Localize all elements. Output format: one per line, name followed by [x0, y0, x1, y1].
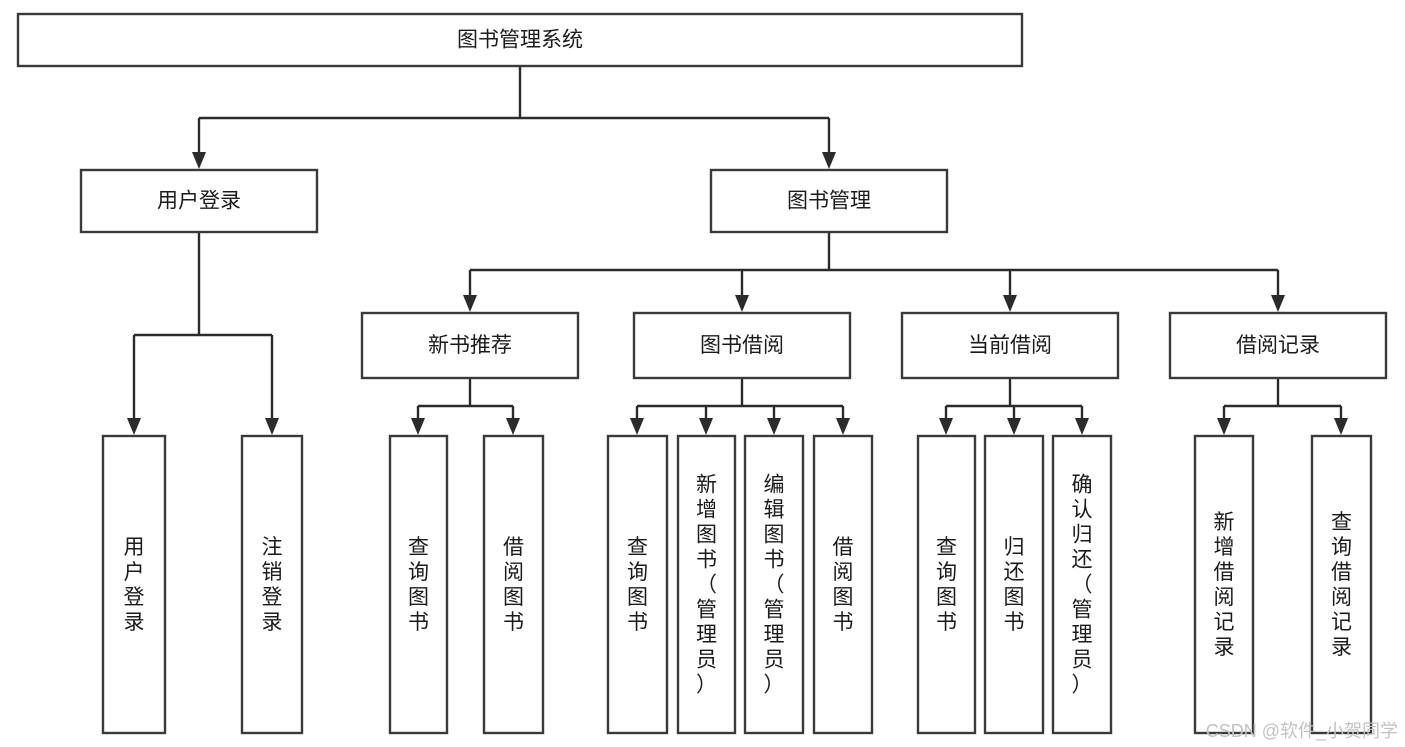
- connector-arrow-icon: [265, 418, 279, 435]
- node-leaf-edit-book[interactable]: 编辑图书（管理员）: [743, 434, 805, 735]
- connector-book-manage-to-level3: [463, 232, 1285, 312]
- connector-arrow-icon: [411, 418, 425, 435]
- connectors-layer: [127, 66, 1348, 435]
- connector-arrow-icon: [699, 418, 713, 435]
- node-leaf-query-book-cb[interactable]: 查询图书: [916, 434, 977, 735]
- node-label: 图书借阅: [700, 334, 784, 357]
- node-box[interactable]: [1051, 434, 1113, 735]
- node-label: 归还图书: [1004, 536, 1025, 634]
- node-book-manage[interactable]: 图书管理: [709, 168, 949, 234]
- node-leaf-add-record[interactable]: 新增借阅记录: [1193, 434, 1255, 735]
- node-box[interactable]: [743, 434, 805, 735]
- connector-new-book-rec-to-leaves: [411, 378, 520, 435]
- node-box[interactable]: [482, 434, 545, 735]
- node-box[interactable]: [916, 434, 977, 735]
- nodes-layer: 图书管理系统用户登录图书管理新书推荐图书借阅当前借阅借阅记录用户登录注销登录查询…: [16, 12, 1388, 735]
- node-borrow-record[interactable]: 借阅记录: [1168, 311, 1388, 380]
- connector-arrow-icon: [822, 152, 836, 169]
- node-box[interactable]: [240, 434, 304, 735]
- node-box[interactable]: [983, 434, 1045, 735]
- node-current-borrow[interactable]: 当前借阅: [900, 311, 1120, 380]
- node-box[interactable]: [360, 311, 580, 380]
- node-box[interactable]: [676, 434, 737, 735]
- node-new-book-rec[interactable]: 新书推荐: [360, 311, 580, 380]
- node-undefined[interactable]: 图书管理系统: [16, 12, 1024, 68]
- node-label: 新增图书（管理员）: [696, 474, 717, 697]
- node-leaf-query-book-rec[interactable]: 查询图书: [388, 434, 449, 735]
- node-label: 借阅记录: [1236, 334, 1320, 357]
- node-user-login[interactable]: 用户登录: [79, 168, 319, 234]
- connector-arrow-icon: [939, 418, 953, 435]
- connector-user-login-to-leaves: [127, 232, 279, 435]
- node-label: 借阅图书: [833, 536, 854, 634]
- node-label: 查询图书: [627, 536, 648, 634]
- node-leaf-return-book[interactable]: 归还图书: [983, 434, 1045, 735]
- connector-current-borrow-to-leaves: [939, 378, 1089, 435]
- node-leaf-borrow-book-bb[interactable]: 借阅图书: [812, 434, 874, 735]
- node-leaf-confirm-return[interactable]: 确认归还（管理员）: [1051, 434, 1113, 735]
- node-box[interactable]: [101, 434, 167, 735]
- node-label: 查询借阅记录: [1331, 511, 1352, 659]
- connector-arrow-icon: [1003, 295, 1017, 312]
- node-label: 借阅图书: [503, 536, 524, 634]
- node-leaf-add-book[interactable]: 新增图书（管理员）: [676, 434, 737, 735]
- node-box[interactable]: [709, 168, 949, 234]
- node-label: 图书管理系统: [457, 29, 583, 52]
- node-leaf-query-book-bb[interactable]: 查询图书: [606, 434, 669, 735]
- connector-arrow-icon: [127, 418, 141, 435]
- connector-book-borrow-to-leaves: [630, 378, 850, 435]
- node-label: 查询图书: [936, 536, 957, 634]
- connector-root-to-level2: [192, 66, 836, 169]
- node-label: 查询图书: [408, 536, 429, 634]
- node-box[interactable]: [606, 434, 669, 735]
- node-box[interactable]: [1168, 311, 1388, 380]
- node-label: 用户登录: [124, 536, 145, 634]
- node-box[interactable]: [16, 12, 1024, 68]
- connector-borrow-record-to-leaves: [1217, 378, 1348, 435]
- node-label: 图书管理: [787, 190, 871, 213]
- connector-arrow-icon: [463, 295, 477, 312]
- node-leaf-query-record[interactable]: 查询借阅记录: [1310, 434, 1373, 735]
- connector-arrow-icon: [1271, 295, 1285, 312]
- node-box[interactable]: [79, 168, 319, 234]
- connector-arrow-icon: [1217, 418, 1231, 435]
- node-label: 编辑图书（管理员）: [764, 474, 785, 697]
- connector-arrow-icon: [192, 152, 206, 169]
- node-box[interactable]: [900, 311, 1120, 380]
- watermark-label: CSDN @软件_小贺同学: [1206, 721, 1398, 742]
- connector-arrow-icon: [1007, 418, 1021, 435]
- node-box[interactable]: [812, 434, 874, 735]
- node-box[interactable]: [388, 434, 449, 735]
- node-label: 新增借阅记录: [1214, 511, 1235, 659]
- node-leaf-user-login[interactable]: 用户登录: [101, 434, 167, 735]
- node-box[interactable]: [1310, 434, 1373, 735]
- node-leaf-logout[interactable]: 注销登录: [240, 434, 304, 735]
- node-box[interactable]: [632, 311, 852, 380]
- connector-arrow-icon: [1075, 418, 1089, 435]
- connector-arrow-icon: [630, 418, 644, 435]
- node-label: 确认归还（管理员）: [1072, 474, 1093, 697]
- node-label: 注销登录: [262, 536, 283, 634]
- node-box[interactable]: [1193, 434, 1255, 735]
- node-leaf-borrow-book-rec[interactable]: 借阅图书: [482, 434, 545, 735]
- connector-arrow-icon: [506, 418, 520, 435]
- node-book-borrow[interactable]: 图书借阅: [632, 311, 852, 380]
- connector-arrow-icon: [836, 418, 850, 435]
- connector-arrow-icon: [767, 418, 781, 435]
- node-label: 当前借阅: [968, 334, 1052, 357]
- connector-arrow-icon: [735, 295, 749, 312]
- connector-arrow-icon: [1334, 418, 1348, 435]
- node-label: 用户登录: [157, 190, 241, 213]
- node-label: 新书推荐: [428, 334, 512, 357]
